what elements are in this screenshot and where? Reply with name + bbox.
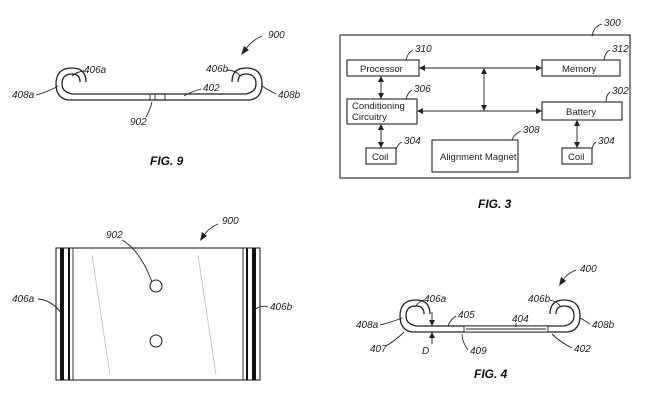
fig3-leader-312 — [603, 49, 611, 61]
fig9-ref-leader — [244, 35, 263, 51]
fig3-alignment-magnet-block — [431, 139, 519, 173]
fig9-left-curl-inner — [61, 73, 81, 95]
fig3-ref-label: 300 — [604, 18, 621, 29]
fig3-conditioning-line1: Conditioning — [352, 101, 405, 112]
fig3-memory-label: Memory — [562, 64, 597, 75]
fig4-leader-406b — [549, 299, 561, 307]
fig3-processor-label: Processor — [360, 64, 403, 75]
fig4-ref-label: 400 — [580, 264, 597, 275]
fig3-leader-310 — [405, 49, 414, 61]
fig9top-ref-arrowhead — [200, 232, 207, 241]
fig3-leader-304-right — [591, 141, 597, 150]
fig9top-label-406b: 406b — [270, 302, 293, 313]
fig3-connectors — [378, 65, 580, 148]
fig3-coil-left-label: Coil — [372, 152, 388, 163]
fig9-top-view: 900 902 406a 406b — [12, 216, 293, 381]
fig9-label-406a: 406a — [84, 65, 107, 76]
fig9top-sheet — [55, 247, 261, 381]
fig4-ref-arrowhead — [559, 277, 566, 286]
fig4-leader-408a — [379, 317, 403, 326]
fig3-alignment-magnet-label: Alignment Magnet — [440, 152, 517, 163]
fig4-dim-top-arrow — [429, 320, 435, 326]
fig3-leader-302 — [605, 91, 611, 103]
fig9-ref-arrowhead — [241, 46, 249, 55]
fig9-label-406b: 406b — [206, 64, 229, 75]
fig9top-right-rail-outer — [252, 248, 256, 380]
fig9-label-408a: 408a — [12, 90, 35, 101]
fig4-side-view: 400 D 406a 408a 407 405 404 409 40 — [356, 264, 615, 381]
fig9-leader-902 — [145, 101, 153, 118]
fig9-caption: FIG. 9 — [150, 154, 184, 168]
fig9-leader-408a — [35, 85, 59, 96]
fig9-ref-label: 900 — [268, 30, 285, 41]
fig3-leader-306 — [405, 89, 413, 100]
fig3-ref-leader — [591, 23, 603, 37]
fig4-label-407: 407 — [370, 344, 387, 355]
fig3-leader-304-left — [395, 141, 403, 150]
fig4-leader-402 — [551, 333, 573, 349]
fig4-label-408b: 408b — [592, 320, 615, 331]
fig9top-sheen-left — [91, 254, 111, 376]
fig4-leader-405 — [447, 315, 457, 327]
fig3-leader-308 — [511, 130, 522, 141]
fig3-caption: FIG. 3 — [478, 197, 512, 211]
fig9top-right-rail-inner — [246, 248, 248, 380]
fig4-dim-bottom-arrow — [429, 332, 435, 338]
fig3-label-306: 306 — [414, 84, 431, 95]
fig3-conditioning-line2: Circuitry — [352, 112, 387, 123]
fig3-label-304-left: 304 — [404, 136, 421, 147]
fig9-label-902: 902 — [130, 117, 147, 128]
fig9top-hole-upper — [149, 279, 163, 293]
fig9-right-curl-inner — [237, 73, 257, 95]
fig4-label-404: 404 — [512, 314, 529, 325]
fig4-leader-407 — [385, 331, 405, 347]
fig9top-label-902: 902 — [106, 230, 123, 241]
fig9-leader-402 — [183, 88, 202, 97]
fig9-label-402: 402 — [203, 83, 220, 94]
fig9-left-curl-outer — [55, 67, 87, 101]
fig9top-label-406a: 406a — [12, 294, 35, 305]
fig4-caption: FIG. 4 — [474, 367, 508, 381]
fig9top-leader-406a — [37, 298, 63, 315]
fig4-leader-406a — [415, 299, 425, 307]
fig9-leader-408b — [261, 85, 277, 95]
fig4-label-408a: 408a — [356, 320, 379, 331]
fig9top-leader-406b — [251, 305, 269, 313]
fig3-block-diagram: 300 Processor 310 Memory 312 Conditionin… — [339, 18, 631, 211]
fig9-label-408b: 408b — [278, 90, 301, 101]
fig4-label-D: D — [422, 346, 429, 357]
fig4-left-curl-outer — [399, 299, 431, 333]
fig4-leader-408b — [579, 317, 591, 325]
fig4-right-curl-outer — [549, 299, 581, 333]
fig3-battery-label: Battery — [566, 107, 596, 118]
fig3-label-310: 310 — [415, 44, 432, 55]
fig3-conditioning-block — [346, 98, 418, 125]
fig4-label-406a: 406a — [424, 294, 447, 305]
fig4-leader-409 — [461, 333, 469, 351]
fig4-label-409: 409 — [470, 346, 487, 357]
fig9-leader-406a — [71, 70, 85, 77]
fig3-label-308: 308 — [523, 125, 540, 136]
fig9top-hole-lower — [149, 334, 163, 348]
fig3-label-312: 312 — [612, 44, 629, 55]
fig4-left-curl-inner — [405, 305, 425, 327]
fig9top-left-rail-inner — [68, 248, 70, 380]
fig9top-leader-902 — [121, 239, 153, 283]
fig3-label-302: 302 — [612, 86, 629, 97]
fig9top-sheen-right — [197, 254, 217, 376]
fig9-side-view: 900 406a 408a 406b 408b 402 902 FIG. 9 — [12, 30, 301, 168]
fig4-label-402: 402 — [574, 344, 591, 355]
fig3-label-304-right: 304 — [598, 136, 615, 147]
fig4-label-405: 405 — [458, 310, 475, 321]
fig3-coil-right-label: Coil — [568, 152, 584, 163]
fig9-leader-406b — [225, 69, 241, 77]
fig4-label-406b: 406b — [528, 294, 551, 305]
fig4-right-curl-inner — [555, 305, 575, 327]
fig9top-ref-label: 900 — [222, 216, 239, 227]
